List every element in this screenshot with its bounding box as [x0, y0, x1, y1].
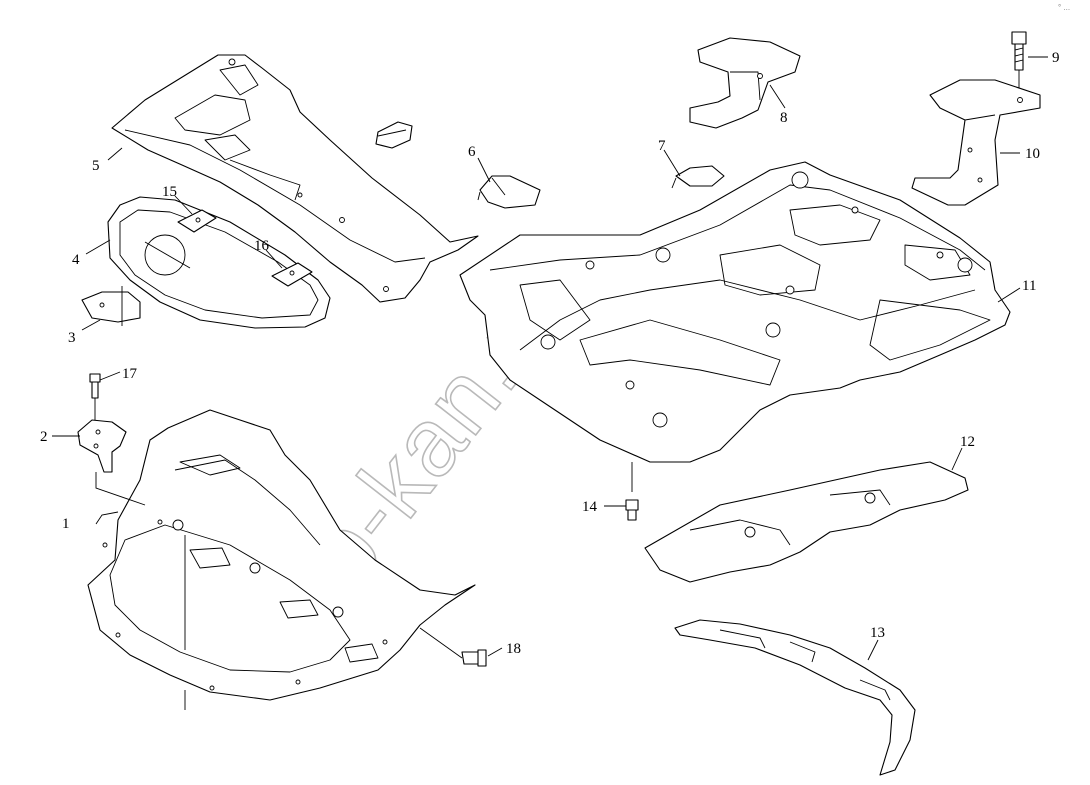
callout-12: 12 [960, 434, 975, 450]
part-13-trim-strip [674, 619, 916, 776]
part-14-bolt [625, 499, 639, 521]
part-5-upper-shield [111, 54, 479, 303]
callout-1: 1 [62, 516, 70, 532]
part-1-lower-plate [87, 409, 476, 710]
callout-4: 4 [72, 252, 80, 268]
callout-2: 2 [40, 429, 48, 445]
part-7-bracket [671, 165, 725, 189]
callout-15: 15 [162, 184, 177, 200]
callout-11: 11 [1022, 278, 1036, 294]
part-4-cover-plate [107, 196, 331, 329]
part-9-bolt [1011, 31, 1027, 100]
part-11-skid-plate [459, 161, 1011, 492]
callout-18: 18 [506, 641, 521, 657]
corner-mark: ° ... [1058, 3, 1070, 12]
part-2-bracket [77, 419, 146, 506]
callout-6: 6 [468, 144, 476, 160]
callout-8: 8 [780, 110, 788, 126]
callout-7: 7 [658, 138, 666, 154]
part-15-clip [177, 209, 217, 233]
callout-9: 9 [1052, 50, 1060, 66]
callout-14: 14 [582, 499, 598, 515]
part-3-bracket [81, 286, 141, 326]
callout-3: 3 [68, 330, 76, 346]
part-8-bracket [689, 37, 801, 129]
small-clip-bracket [375, 121, 413, 149]
part-18-bolt [419, 627, 487, 667]
callout-leaders [52, 56, 1048, 661]
callout-16: 16 [254, 238, 270, 254]
callout-17: 17 [122, 366, 138, 382]
callout-labels: 1 2 3 4 5 6 7 8 9 10 11 12 13 14 15 16 1… [40, 50, 1060, 657]
part-12-side-shield [644, 461, 969, 583]
callout-13: 13 [870, 625, 885, 641]
part-17-bolt [89, 373, 101, 420]
part-16-clip [271, 262, 313, 287]
callout-10: 10 [1025, 146, 1040, 162]
part-10-bracket [911, 79, 1041, 206]
callout-5: 5 [92, 158, 100, 174]
part-6-bracket [477, 175, 541, 209]
